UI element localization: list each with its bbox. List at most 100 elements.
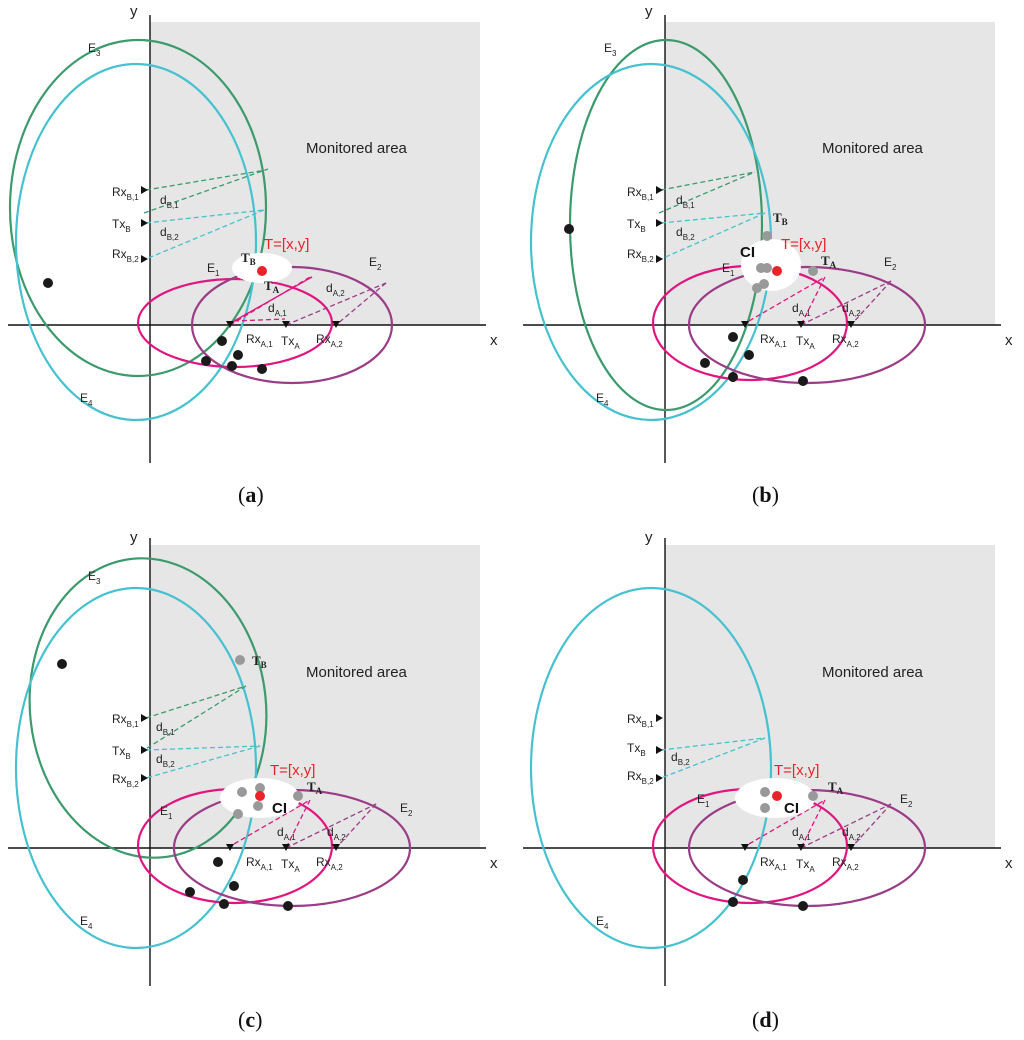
diagram-label: RxA,1 [246, 855, 273, 872]
dashed-path [285, 799, 311, 849]
diagram-label: dA,1 [792, 825, 811, 842]
diagram-label: x [490, 332, 498, 349]
dashed-path [145, 169, 267, 191]
diagram-label: Monitored area [822, 140, 924, 157]
dashed-path [285, 282, 387, 326]
dashed-path [660, 737, 766, 751]
diagram-label: TB [241, 250, 256, 267]
diagram-label: dB,2 [160, 225, 179, 242]
dashed-path [660, 212, 766, 224]
diagram-label: TA [821, 253, 837, 270]
intersection-point [235, 655, 245, 665]
intersection-point [255, 783, 265, 793]
intersection-point [213, 857, 223, 867]
intersection-point [43, 278, 53, 288]
diagram-label: dA,1 [268, 301, 287, 318]
dashed-path [335, 803, 377, 849]
ellipse-e4 [14, 62, 258, 422]
intersection-point [237, 787, 247, 797]
diagram-label: E1 [697, 792, 710, 809]
node-marker [141, 714, 148, 722]
dashed-path [800, 799, 826, 849]
node-marker [226, 321, 234, 328]
diagram-label: E2 [400, 801, 413, 818]
diagram-label: TA [264, 278, 280, 295]
diagram-label: TA [307, 779, 323, 796]
intersection-point [798, 901, 808, 911]
dashed-path [145, 745, 261, 751]
node-marker [656, 255, 663, 263]
intersection-point [808, 791, 818, 801]
diagram-label: dB,1 [156, 720, 175, 737]
node-marker [282, 844, 290, 851]
diagram-label: (c) [238, 1007, 262, 1032]
diagram-label: TxB [112, 744, 131, 761]
diagram-label: RxA,2 [832, 855, 859, 872]
dashed-path [145, 745, 261, 779]
diagram-label: x [1005, 332, 1013, 349]
diagram-label: TB [773, 210, 788, 227]
dashed-path [145, 209, 265, 260]
diagram-label: dA,2 [842, 301, 861, 318]
diagram-label: E4 [80, 391, 93, 408]
node-marker [141, 774, 148, 782]
diagram-label: TxA [281, 857, 300, 874]
dashed-path [748, 276, 826, 322]
node-marker [656, 746, 663, 754]
node-marker [282, 321, 290, 328]
diagram-label: dB,1 [160, 193, 179, 210]
intersection-point [700, 358, 710, 368]
panel-a-labels: y x Monitored area E3 E4 E1 E2 RxB,1 TxB… [80, 3, 498, 507]
intersection-point [728, 332, 738, 342]
diagram-label: y [130, 529, 138, 546]
diagram-label: E1 [722, 261, 735, 278]
node-marker [332, 321, 340, 328]
node-marker [332, 844, 340, 851]
diagram-label: CI [272, 800, 287, 817]
node-marker [141, 186, 148, 194]
dashed-path [233, 318, 286, 322]
diagram-label: y [645, 529, 653, 546]
intersection-point [744, 350, 754, 360]
diagram-label: CI [740, 244, 755, 261]
diagram-label: TA [828, 779, 844, 796]
intersection-point [253, 801, 263, 811]
node-marker [656, 219, 663, 227]
intersection-point [760, 787, 770, 797]
dashed-path [143, 168, 269, 214]
diagram-label: dA,1 [277, 825, 296, 842]
dashed-path [233, 799, 311, 845]
dashed-path [748, 799, 826, 845]
intersection-point [798, 376, 808, 386]
diagram-label: RxB,1 [112, 185, 139, 202]
intersection-point [57, 659, 67, 669]
dashed-path [658, 171, 756, 214]
intersection-point [233, 350, 243, 360]
node-marker [141, 255, 148, 263]
panel-a [7, 14, 487, 464]
diagram-label: T=[x,y] [270, 762, 315, 779]
diagram-label: RxB,1 [627, 712, 654, 729]
intersection-point [762, 263, 772, 273]
diagram-label: y [645, 3, 653, 20]
ellipse-e2 [190, 265, 394, 385]
diagram-label: RxB,2 [627, 769, 654, 786]
intersection-point [759, 279, 769, 289]
node-marker [656, 186, 663, 194]
diagram-label: E3 [88, 41, 101, 58]
diagram-label: CI [784, 800, 799, 817]
diagram-label: E1 [160, 804, 173, 821]
intersection-point [293, 791, 303, 801]
diagram-label: dA,1 [792, 301, 811, 318]
intersection-point [738, 875, 748, 885]
diagram-label: (d) [752, 1007, 779, 1032]
diagram-label: TxB [627, 217, 646, 234]
intersection-point [185, 887, 195, 897]
node-marker [656, 714, 663, 722]
diagram-label: RxA,1 [760, 855, 787, 872]
dashed-path [143, 685, 247, 751]
node-marker [226, 844, 234, 851]
diagram-label: TxB [112, 217, 131, 234]
panel-c-labels: y x Monitored area E3 E4 E1 E2 RxB,1 TxB… [80, 529, 498, 1032]
intersection-point [227, 361, 237, 371]
